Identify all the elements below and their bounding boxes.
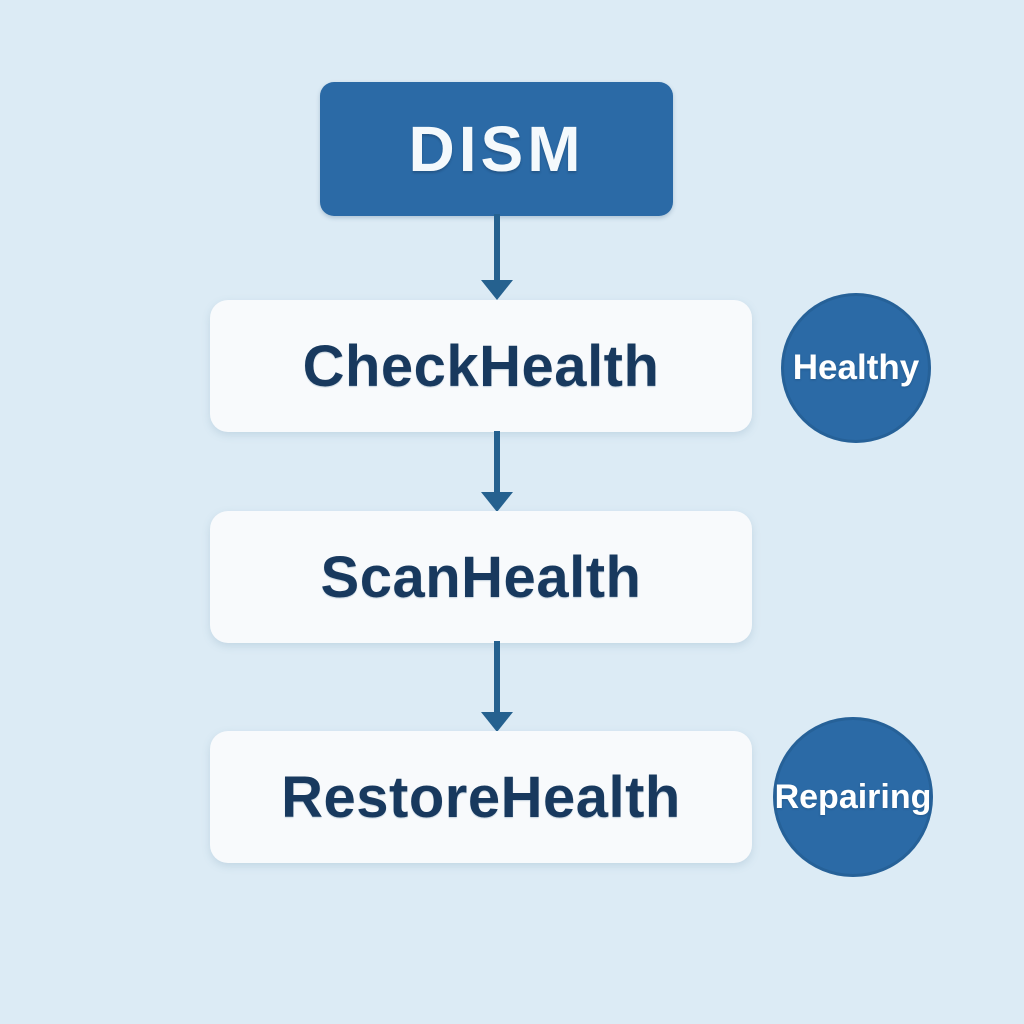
dism-root-label: DISM xyxy=(408,113,585,185)
arrow-shaft xyxy=(494,431,500,492)
arrow-shaft xyxy=(494,641,500,712)
step-node-checkhealth: CheckHealth xyxy=(210,300,752,432)
status-badge-healthy: Healthy xyxy=(781,293,931,443)
arrow-head-icon xyxy=(481,712,513,732)
dism-root-node: DISM xyxy=(320,82,673,216)
arrow-head-icon xyxy=(481,280,513,300)
restorehealth-label: RestoreHealth xyxy=(281,764,681,830)
repairing-badge-label: Repairing xyxy=(774,777,932,816)
healthy-badge-label: Healthy xyxy=(792,348,920,387)
checkhealth-label: CheckHealth xyxy=(302,333,660,399)
step-node-scanhealth: ScanHealth xyxy=(210,511,752,643)
step-node-restorehealth: RestoreHealth xyxy=(210,731,752,863)
arrow-dism-to-checkhealth xyxy=(481,214,513,300)
arrow-scanhealth-to-restorehealth xyxy=(481,641,513,732)
arrow-checkhealth-to-scanhealth xyxy=(481,431,513,512)
arrow-head-icon xyxy=(481,492,513,512)
status-badge-repairing: Repairing xyxy=(773,717,933,877)
arrow-shaft xyxy=(494,214,500,280)
scanhealth-label: ScanHealth xyxy=(320,544,642,610)
